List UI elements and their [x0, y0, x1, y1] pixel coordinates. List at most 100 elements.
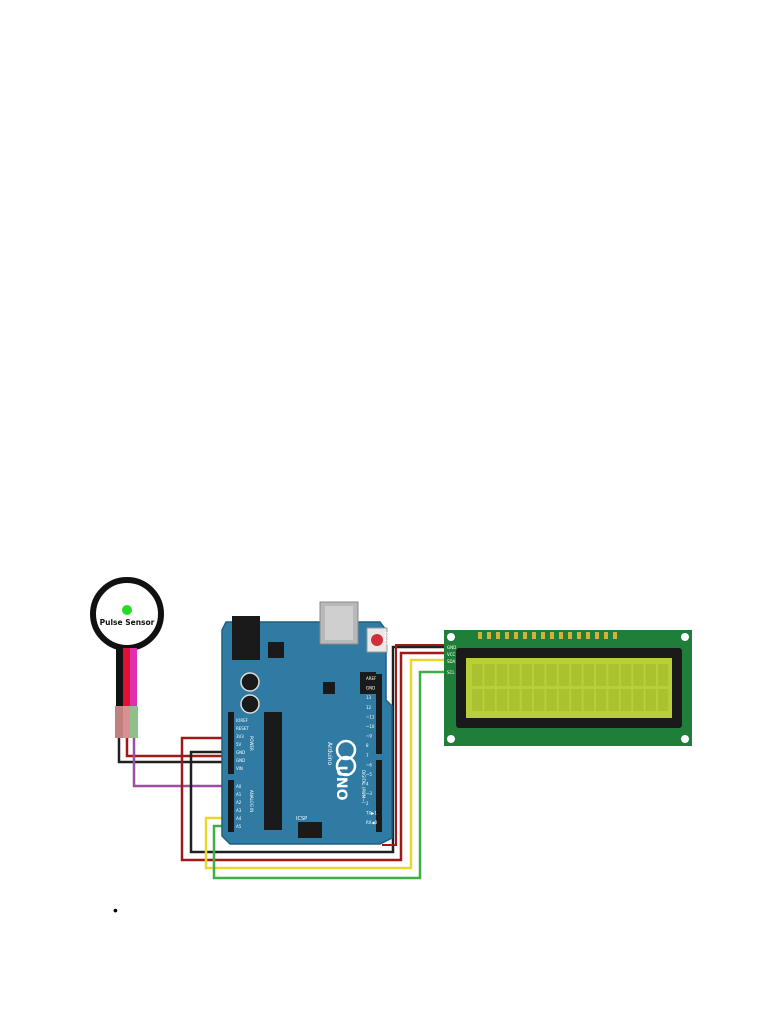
lcd-header-pin	[604, 632, 608, 639]
lcd-character-cell	[633, 689, 644, 711]
lcd-pin-label-vcc: VCC	[447, 652, 456, 657]
lcd-character-cell	[583, 664, 594, 686]
lcd-mount-hole-bl	[447, 735, 455, 743]
pin-label-a5: A5	[236, 824, 242, 829]
lcd-character-cell	[484, 689, 495, 711]
digital-pin-label: AREF	[366, 676, 377, 681]
pin-label-ioref: IOREF	[236, 718, 249, 723]
lcd-header-pin	[586, 632, 590, 639]
digital-pin-label: TX▶1	[365, 810, 377, 815]
lcd-header-pin	[505, 632, 509, 639]
digital-pin-label: 13	[366, 695, 372, 700]
digital-pin-label: 2	[366, 801, 369, 806]
lcd-character-cell	[472, 664, 483, 686]
lcd-character-cell	[583, 689, 594, 711]
lcd-character-cell	[645, 689, 656, 711]
pin-label-a3: A3	[236, 808, 242, 813]
lcd-mount-hole-br	[681, 735, 689, 743]
lcd-character-cell	[658, 664, 669, 686]
lcd-character-cell	[546, 664, 557, 686]
digital-pin-label: ~6	[366, 762, 372, 767]
icsp-header-bottom	[298, 822, 322, 838]
wire-sensor-gnd	[117, 738, 233, 764]
lcd-character-cell	[521, 689, 532, 711]
lcd-character-cell	[620, 689, 632, 711]
power-header	[228, 712, 234, 774]
icsp-label: ICSP	[296, 816, 307, 822]
pin-label-gnd-2: GND	[236, 758, 245, 763]
arduino-brand-label: Arduino	[326, 742, 333, 766]
voltage-regulator	[268, 642, 284, 658]
digital-header-lower	[376, 760, 382, 832]
wire-5v-lcd-vcc	[180, 651, 446, 862]
digital-pin-label: ~3	[366, 791, 372, 796]
digital-header-upper	[376, 674, 382, 754]
lcd-character-cells	[472, 664, 669, 711]
analog-header-labels: A0 A1 A2 A3 A4 A5	[236, 784, 242, 829]
lcd-character-cell	[534, 689, 545, 711]
digital-pin-label: GND	[366, 686, 375, 691]
pin-label-gnd-1: GND	[236, 750, 245, 755]
lcd-character-cell	[521, 664, 532, 686]
arduino-logo	[335, 739, 357, 777]
digital-pin-label: 8	[366, 743, 369, 748]
power-jack	[232, 616, 260, 660]
digital-pin-label: ~5	[366, 772, 372, 777]
lcd-pin-label-scl: SCL	[447, 670, 455, 675]
lcd-header-pin	[514, 632, 518, 639]
lcd-character-cell	[484, 664, 495, 686]
lcd-character-cell	[558, 689, 570, 711]
lcd-header-pin	[595, 632, 599, 639]
digital-pin-label: ~11	[366, 714, 375, 719]
lcd-header-pin	[559, 632, 563, 639]
pin-label-a2: A2	[236, 800, 242, 805]
sensor-connector-black	[115, 706, 123, 738]
lcd-character-cell	[571, 664, 582, 686]
sensor-cable-red	[123, 648, 130, 706]
wire-gnd-lcd-gnd	[189, 645, 446, 854]
arduino-model-label: UNO	[333, 766, 349, 801]
pin-label-reset: RESET	[236, 726, 249, 731]
lcd-pin-label-gnd: GND	[447, 645, 456, 650]
lcd-header-pin	[487, 632, 491, 639]
lcd-character-cell	[558, 664, 570, 686]
lcd-header-pin	[550, 632, 554, 639]
lcd-header-pin	[568, 632, 572, 639]
wire-a4-lcd-sda	[204, 658, 446, 870]
pin-label-3v3: 3V3	[236, 734, 244, 739]
lcd-header-pins	[478, 632, 617, 639]
lcd-character-cell	[509, 689, 520, 711]
lcd-character-cell	[546, 689, 557, 711]
sensor-cable-pink	[130, 648, 137, 706]
lcd-character-cell	[658, 689, 669, 711]
lcd-character-cell	[496, 689, 508, 711]
list-bullet: •	[113, 902, 118, 918]
wire-sensor-5v	[125, 738, 233, 758]
reset-label: RESET	[383, 632, 388, 645]
pulse-sensor-led	[122, 605, 132, 615]
pin-label-vin: VIN	[236, 766, 243, 771]
lcd-character-cell	[645, 664, 656, 686]
reset-button-cap	[371, 634, 383, 646]
analog-section-label: ANALOG IN	[249, 790, 254, 812]
lcd-mount-hole-tr	[681, 633, 689, 641]
lcd-character-cell	[620, 664, 632, 686]
lcd-header-pin	[532, 632, 536, 639]
digital-pin-label: ~9	[366, 734, 372, 739]
capacitor-1	[240, 672, 260, 692]
lcd-header-pin	[613, 632, 617, 639]
usb-chip	[323, 682, 335, 694]
lcd-header-pin	[577, 632, 581, 639]
digital-pin-label: RX◀0	[366, 820, 378, 825]
usb-connector-inner	[325, 606, 353, 640]
pin-label-a0: A0	[236, 784, 242, 789]
lcd-header-pin	[523, 632, 527, 639]
lcd-pin-label-sda: SDA	[447, 659, 456, 664]
atmega-chip	[264, 712, 282, 830]
pin-label-5v: 5V	[236, 742, 242, 747]
lcd-character-cell	[608, 689, 619, 711]
lcd-header-pin	[496, 632, 500, 639]
digital-pin-label: 7	[366, 753, 369, 758]
lcd-mount-hole-tl	[447, 633, 455, 641]
